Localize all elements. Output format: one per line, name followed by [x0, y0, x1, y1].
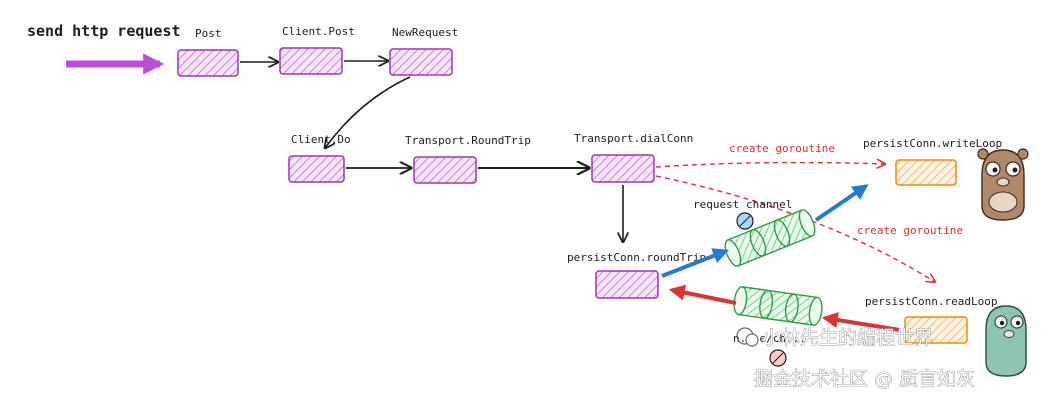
- edge-label-create-goroutine-2: create goroutine: [857, 224, 963, 237]
- diagram-title: send http request: [27, 22, 181, 40]
- node-persistconn-roundtrip: persistConn.roundTrip: [567, 251, 706, 299]
- node-transport-roundtrip-label: Transport.RoundTrip: [405, 134, 531, 147]
- request-channel: request channel: [693, 198, 816, 267]
- node-post-label: Post: [195, 27, 222, 40]
- wechat-watermark-text: 小林先生的编程世界: [762, 327, 933, 349]
- node-persistconn-writeloop-label: persistConn.writeLoop: [863, 137, 1002, 150]
- response-channel: n...e/ch...: [733, 286, 823, 345]
- node-persistconn-readloop: persistConn.readLoop: [865, 295, 997, 344]
- arrow-create-goroutine-readloop: [655, 175, 935, 282]
- node-transport-dialconn-label: Transport.dialConn: [574, 132, 693, 145]
- arrow-response-channel-to-roundtrip: [668, 284, 737, 305]
- node-persistconn-readloop-label: persistConn.readLoop: [865, 295, 997, 308]
- gopher-readloop-icon: [985, 305, 1027, 377]
- arrow-roundtrip-to-request-channel: [661, 248, 729, 278]
- node-new-request-label: NewRequest: [392, 26, 458, 39]
- node-client-post: Client.Post: [279, 25, 355, 75]
- arrow-readloop-to-response-channel: [821, 312, 901, 332]
- node-post: Post: [177, 27, 239, 77]
- node-client-do: Client.Do: [288, 133, 351, 183]
- node-persistconn-roundtrip-label: persistConn.roundTrip: [567, 251, 706, 264]
- juejin-watermark-text: 掘金技术社区 @ 质言如灰: [754, 368, 975, 390]
- arrow-request-channel-to-writeloop: [814, 184, 869, 222]
- node-persistconn-writeloop: persistConn.writeLoop: [863, 137, 1002, 186]
- arrow-create-goroutine-writeloop: [655, 163, 885, 167]
- node-transport-dialconn: Transport.dialConn: [574, 132, 693, 183]
- node-transport-roundtrip: Transport.RoundTrip: [405, 134, 531, 184]
- node-client-post-label: Client.Post: [282, 25, 355, 38]
- wechat-watermark: 小林先生的编程世界: [736, 327, 933, 349]
- node-new-request: NewRequest: [389, 26, 458, 76]
- request-channel-label: request channel: [693, 198, 792, 211]
- gopher-writeloop-icon: [977, 148, 1029, 221]
- node-client-do-label: Client.Do: [291, 133, 351, 146]
- arrow-new-request-to-client-do: [325, 76, 411, 148]
- edge-label-create-goroutine-1: create goroutine: [729, 142, 835, 155]
- request-message-stroke: [739, 215, 751, 227]
- response-message-stroke: [772, 352, 784, 364]
